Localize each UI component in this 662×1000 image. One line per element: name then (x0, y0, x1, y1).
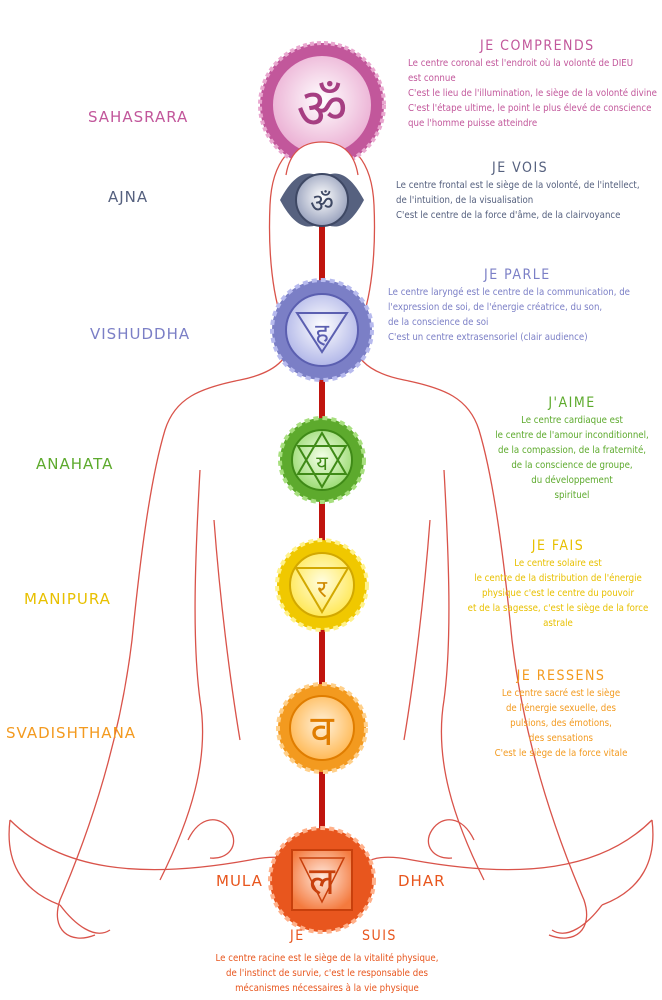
ajna-line-2: de l'intuition, de la visualisation (396, 195, 534, 206)
ajna-line-3: C'est le centre de la force d'âme, de la… (396, 210, 621, 221)
chakra-name-manipura: MANIPURA (24, 590, 111, 608)
chakra-name-svadishthana: SVADISHTHANA (6, 724, 137, 742)
muladhara-glyph-icon: ल (309, 859, 336, 903)
muladhara-heading-left: JE (290, 928, 305, 944)
manipura-text-block: JE FAIS Le centre solaire est le centre … (462, 538, 654, 631)
vishuddha-heading: JE PARLE (484, 267, 551, 283)
vishuddha-line-4: C'est un centre extrasensoriel (clair au… (388, 332, 588, 343)
sahasrara-line-4: C'est l'étape ultime, le point le plus é… (408, 103, 652, 114)
muladhara-line-3: mécanismes nécessaires à la vie physique (235, 983, 419, 994)
svadishthana-line-3: pulsions, des émotions, (510, 718, 612, 729)
svadishthana-glyph-icon: व (310, 706, 334, 755)
vishuddha-line-2: l'expression de soi, de l'énergie créatr… (388, 302, 603, 313)
anahata-line-5: du développement (531, 475, 613, 486)
svadishthana-text-block: JE RESSENS Le centre sacré est le siège … (486, 668, 636, 761)
chakra-name-anahata: ANAHATA (36, 455, 114, 473)
manipura-line-5: astrale (543, 618, 573, 629)
muladhara-line-1: Le centre racine est le siège de la vita… (215, 953, 439, 964)
svadishthana-line-5: C'est le siège de la force vitale (494, 748, 628, 759)
sahasrara-line-1: Le centre coronal est l'endroit où la vo… (408, 58, 634, 69)
sahasrara-line-5: que l'homme puisse atteindre (408, 118, 538, 129)
om-symbol-icon: ॐ (296, 77, 347, 142)
ajna-chakra: ॐ (280, 173, 364, 227)
sahasrara-chakra: ॐ (258, 41, 386, 169)
anahata-line-1: Le centre cardiaque est (521, 415, 623, 426)
sahasrara-text-block: JE COMPRENDS Le centre coronal est l'end… (408, 38, 657, 131)
manipura-chakra: र (275, 538, 369, 632)
muladhara-line-2: de l'instinct de survie, c'est le respon… (225, 968, 429, 979)
vishuddha-glyph-icon: ह (315, 319, 330, 349)
anahata-line-2: le centre de l'amour inconditionnel, (495, 430, 649, 441)
anahata-text-block: J'AIME Le centre cardiaque est le centre… (490, 395, 654, 503)
sahasrara-heading: JE COMPRENDS (480, 38, 595, 54)
vishuddha-line-3: de la conscience de soi (388, 317, 489, 328)
muladhara-chakra: ल (268, 826, 376, 934)
anahata-line-4: de la conscience de groupe, (511, 460, 633, 471)
vishuddha-line-1: Le centre laryngé est le centre de la co… (388, 287, 630, 298)
ajna-glyph-icon: ॐ (310, 189, 334, 219)
ajna-heading: JE VOIS (492, 160, 549, 176)
manipura-line-2: le centre de la distribution de l'énergi… (474, 573, 642, 584)
svadishthana-line-2: de l'énergie sexuelle, des (505, 703, 617, 714)
anahata-line-6: spirituel (554, 490, 590, 501)
chakra-name-sahasrara: SAHASRARA (88, 108, 189, 126)
anahata-heading: J'AIME (548, 395, 596, 411)
ajna-line-1: Le centre frontal est le siège de la vol… (396, 180, 640, 191)
anahata-line-3: de la compassion, de la fraternité, (498, 445, 646, 456)
svadishthana-chakra: व (276, 682, 368, 774)
manipura-heading: JE FAIS (531, 538, 585, 554)
ajna-text-block: JE VOIS Le centre frontal est le siège d… (396, 160, 640, 223)
muladhara-text-block: Le centre racine est le siège de la vita… (192, 951, 462, 996)
chakra-name-dhar: DHAR (398, 872, 446, 890)
vishuddha-text-block: JE PARLE Le centre laryngé est le centre… (388, 267, 630, 345)
manipura-glyph-icon: र (317, 575, 328, 603)
body-outline (8, 139, 654, 939)
svadishthana-line-4: des sensations (528, 733, 594, 744)
manipura-line-1: Le centre solaire est (514, 558, 602, 569)
svadishthana-line-1: Le centre sacré est le siège (501, 688, 621, 699)
vishuddha-chakra: ह (270, 278, 374, 382)
chakra-name-ajna: AJNA (108, 188, 149, 206)
chakra-name-vishuddha: VISHUDDHA (90, 325, 191, 343)
sahasrara-line-3: C'est le lieu de l'illumination, le sièg… (408, 88, 657, 99)
svadishthana-heading: JE RESSENS (516, 668, 606, 684)
anahata-chakra: य (278, 416, 366, 504)
sahasrara-line-2: est connue (408, 73, 456, 84)
muladhara-heading-right: SUIS (362, 928, 397, 944)
chakra-name-mula: MULA (216, 872, 263, 890)
anahata-glyph-icon: य (316, 451, 328, 475)
manipura-line-4: et de la sagesse, c'est le siège de la f… (467, 603, 649, 614)
manipura-line-3: physique c'est le centre du pouvoir (481, 588, 634, 599)
